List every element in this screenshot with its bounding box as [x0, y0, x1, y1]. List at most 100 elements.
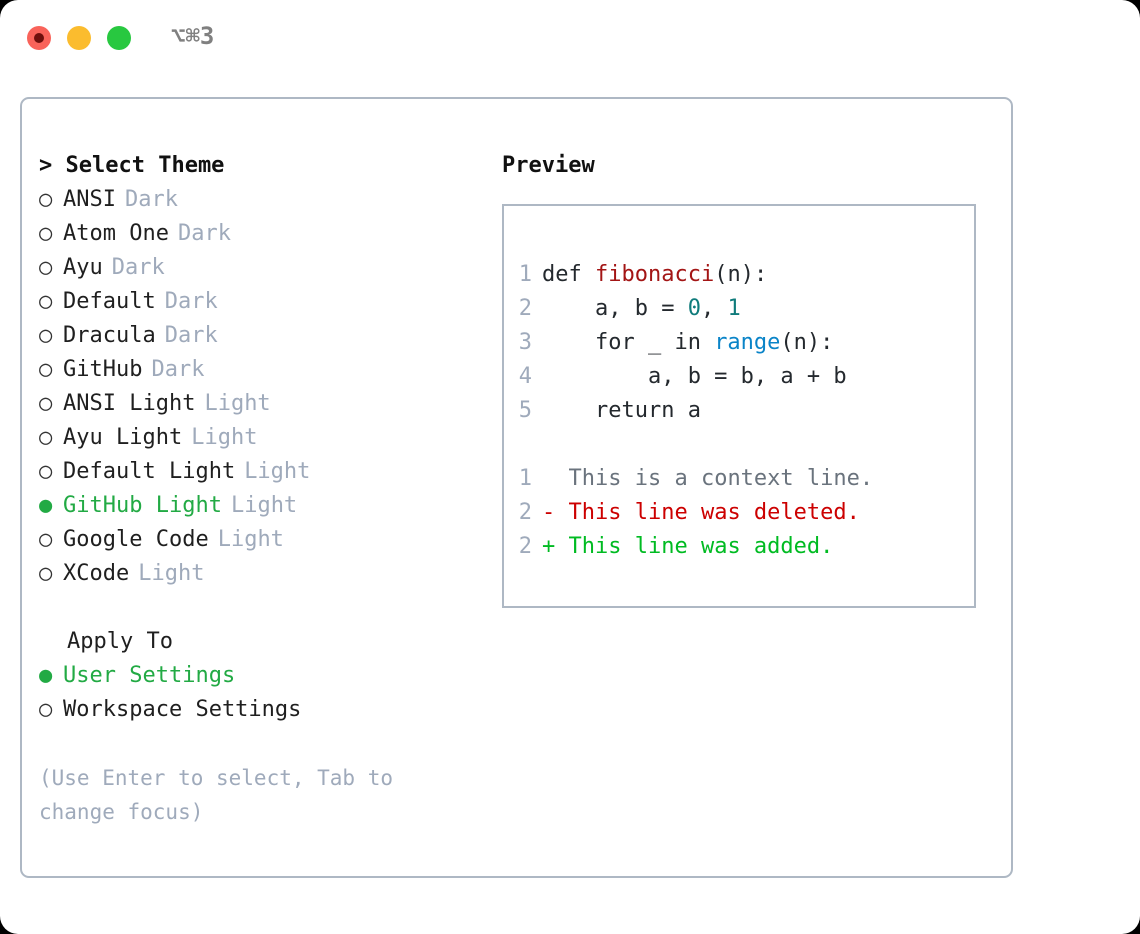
minimize-button-icon[interactable]	[67, 26, 91, 50]
theme-list-item[interactable]: ● GitHub Light Light	[39, 489, 469, 523]
radio-unselected-icon: ○	[39, 391, 53, 416]
theme-name-label: GitHub Light	[63, 493, 222, 518]
radio-selected-icon: ●	[39, 493, 53, 518]
diff-line-number: 2	[518, 534, 532, 559]
code-token: 1	[727, 296, 741, 321]
code-line: 2 a, b = 0, 1	[504, 292, 974, 326]
code-token: fibonacci	[594, 262, 715, 287]
theme-name-label: GitHub	[63, 357, 143, 382]
code-token: (n):	[714, 262, 768, 287]
keyboard-hint-text: (Use Enter to select, Tab to change focu…	[39, 766, 406, 824]
diff-line-number: 1	[518, 466, 532, 491]
zoom-button-icon[interactable]	[107, 26, 131, 50]
apply-to-header: Apply To	[67, 629, 173, 654]
apply-to-list[interactable]: ●User Settings○Workspace Settings	[39, 659, 469, 727]
diff-line-text: This line was deleted.	[568, 500, 860, 525]
code-diff-gap	[504, 428, 974, 462]
theme-variant-tag: Dark	[151, 357, 205, 382]
code-line-text: def fibonacci(n):	[542, 258, 767, 292]
theme-list-item[interactable]: ○ ANSI Dark	[39, 183, 469, 217]
diff-line-text: This line was added.	[568, 534, 834, 559]
code-token: ,	[700, 296, 728, 321]
code-token: for _ in	[542, 330, 715, 355]
apply-to-list-item[interactable]: ●User Settings	[39, 659, 469, 693]
theme-variant-tag: Light	[204, 391, 271, 416]
preview-header: Preview	[502, 153, 595, 178]
code-line-text: return a	[542, 394, 701, 428]
code-token: def	[542, 262, 595, 287]
radio-unselected-icon: ○	[39, 425, 53, 450]
code-line-number: 1	[518, 262, 532, 287]
theme-list-item[interactable]: ○ Google Code Light	[39, 523, 469, 557]
code-token: a, b = b, a + b	[542, 364, 847, 389]
theme-list-item[interactable]: ○ Ayu Dark	[39, 251, 469, 285]
theme-list-item[interactable]: ○ GitHub Dark	[39, 353, 469, 387]
code-line-text: for _ in range(n):	[542, 326, 833, 360]
radio-selected-icon: ●	[39, 663, 53, 688]
theme-list-item[interactable]: ○ Atom One Dark	[39, 217, 469, 251]
theme-variant-tag: Dark	[164, 323, 218, 348]
list-spacer	[39, 591, 469, 625]
diff-line: 1 This is a context line.	[504, 462, 974, 496]
radio-unselected-icon: ○	[39, 697, 53, 722]
theme-name-label: Google Code	[63, 527, 209, 552]
radio-unselected-icon: ○	[39, 255, 53, 280]
diff-marker	[542, 462, 569, 496]
theme-variant-tag: Light	[217, 527, 284, 552]
select-theme-header: > Select Theme	[39, 153, 225, 178]
theme-name-label: ANSI	[63, 187, 116, 212]
code-token: a, b =	[542, 296, 688, 321]
code-token: return a	[542, 398, 701, 423]
code-line-text: a, b = 0, 1	[542, 292, 741, 326]
diff-marker: +	[542, 534, 569, 559]
radio-unselected-icon: ○	[39, 527, 53, 552]
theme-variant-tag: Light	[244, 459, 311, 484]
theme-name-label: Atom One	[63, 221, 169, 246]
radio-unselected-icon: ○	[39, 289, 53, 314]
theme-variant-tag: Dark	[111, 255, 165, 280]
radio-unselected-icon: ○	[39, 561, 53, 586]
theme-variant-tag: Light	[138, 561, 205, 586]
code-line-number: 5	[518, 398, 532, 423]
theme-name-label: Default	[63, 289, 156, 314]
code-token: (n):	[780, 330, 834, 355]
code-line: 5 return a	[504, 394, 974, 428]
radio-unselected-icon: ○	[39, 357, 53, 382]
title-bar: ⌥⌘3	[0, 0, 1140, 78]
theme-variant-tag: Light	[230, 493, 298, 518]
close-button-icon[interactable]	[27, 26, 51, 50]
theme-variant-tag: Light	[191, 425, 258, 450]
theme-variant-tag: Dark	[177, 221, 231, 246]
hint-spacer	[39, 727, 469, 761]
radio-unselected-icon: ○	[39, 187, 53, 212]
diff-sample: 1 This is a context line.2- This line wa…	[504, 462, 974, 564]
code-line: 3 for _ in range(n):	[504, 326, 974, 360]
keyboard-shortcut-label: ⌥⌘3	[171, 22, 215, 50]
code-line-number: 4	[518, 364, 532, 389]
theme-variant-tag: Dark	[124, 187, 178, 212]
radio-unselected-icon: ○	[39, 221, 53, 246]
radio-unselected-icon: ○	[39, 459, 53, 484]
apply-to-list-item[interactable]: ○Workspace Settings	[39, 693, 469, 727]
theme-name-label: Dracula	[63, 323, 156, 348]
code-line-number: 2	[518, 296, 532, 321]
diff-line: 2- This line was deleted.	[504, 496, 974, 530]
code-line-text: a, b = b, a + b	[542, 360, 847, 394]
theme-name-label: Ayu	[63, 255, 103, 280]
code-token: 0	[687, 296, 701, 321]
diff-line: 2 + This line was added.	[504, 530, 974, 564]
diff-line-text: This is a context line.	[568, 466, 874, 491]
